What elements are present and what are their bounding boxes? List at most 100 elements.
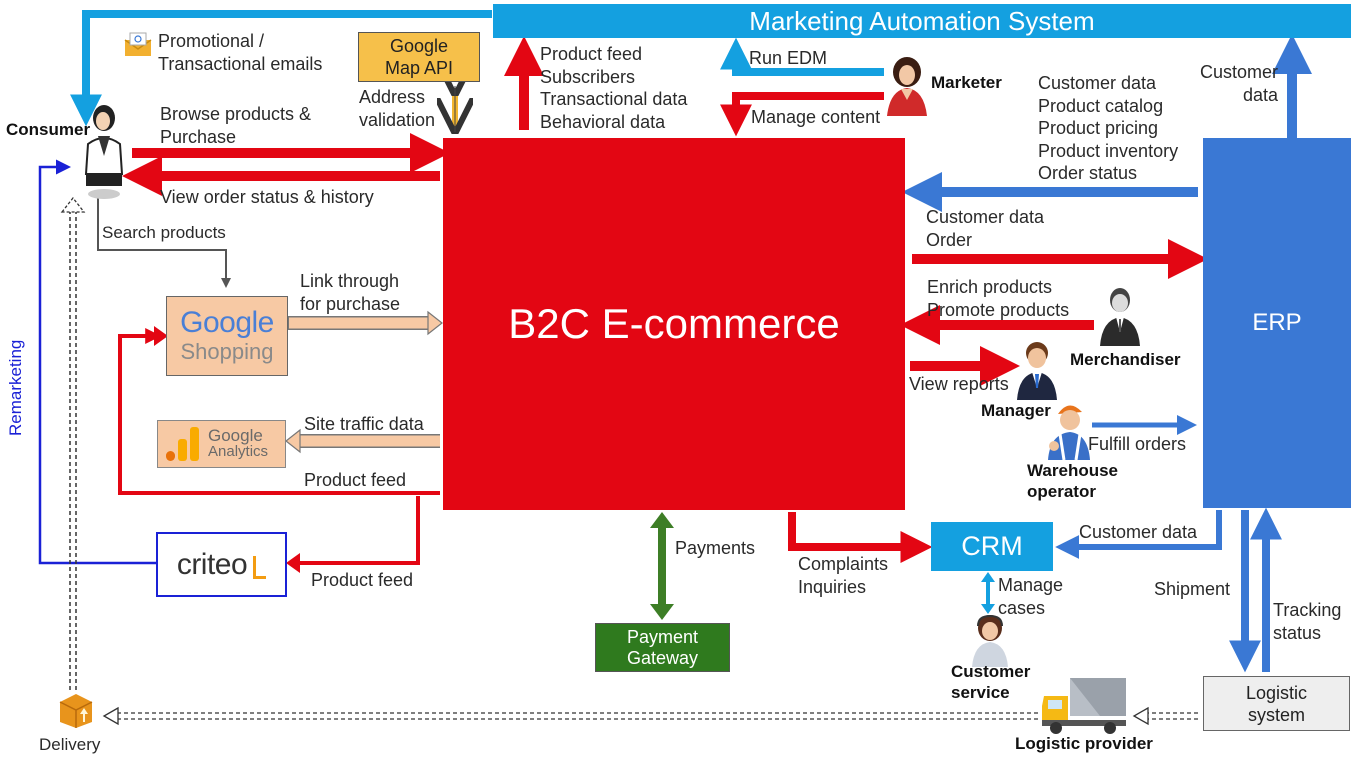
customer-service-line1: Customer — [951, 662, 1031, 681]
erp-to-mas-line2: data — [1242, 84, 1278, 105]
erp-title: ERP — [1252, 309, 1302, 336]
merchandiser-label: Merchandiser — [1070, 350, 1181, 369]
enrich-products-line2: Promote products — [927, 299, 1070, 320]
enrich-products-line1: Enrich products — [927, 277, 1053, 297]
logistic-provider-label: Logistic provider — [1015, 734, 1153, 753]
warehouse-operator-label: Warehouse operator — [1027, 460, 1118, 502]
mas-feed-item: Transactional data — [540, 89, 688, 109]
google-map-api-line2: Map API — [384, 58, 454, 78]
customer-service-icon — [972, 614, 1008, 667]
delivery-box-icon — [59, 694, 93, 728]
criteo-logo: criteo — [176, 547, 248, 581]
complaints-label: Complaints Inquiries — [798, 553, 888, 598]
view-order-label: View order status & history — [160, 187, 374, 207]
google-analytics-box[interactable]: Google Analytics — [157, 420, 286, 468]
b2c-to-erp-line2: Order — [926, 229, 973, 250]
link-through-line2: for purchase — [300, 293, 401, 314]
payment-gateway-line2: Gateway — [626, 647, 699, 668]
crm-customer-data-label: Customer data — [1079, 522, 1198, 542]
crm-box[interactable]: CRM — [931, 522, 1053, 571]
erp-to-b2c-label: Customer data Product catalog Product pr… — [1038, 72, 1178, 185]
run-edm-label: Run EDM — [749, 48, 828, 68]
shipment-label: Shipment — [1154, 579, 1231, 599]
arrow-run-edm — [720, 37, 884, 76]
arrow-logistic-dispatch — [1148, 712, 1198, 720]
arrow-product-feed-shopping — [118, 328, 440, 495]
arrow-mas-to-consumer — [70, 10, 492, 127]
manage-cases-line2: cases — [998, 597, 1046, 618]
link-through-label: Link through for purchase — [300, 270, 400, 315]
warehouse-operator-line2: operator — [1027, 482, 1096, 501]
consumer-icon — [84, 105, 124, 199]
logistic-system-line2: system — [1247, 704, 1305, 725]
product-feed-criteo-label: Product feed — [311, 570, 414, 590]
fulfill-orders-label: Fulfill orders — [1088, 434, 1187, 454]
browse-purchase-label: Browse products & Purchase — [160, 103, 311, 148]
marketer-label: Marketer — [931, 73, 1002, 92]
criteo-mark-icon — [253, 556, 267, 579]
google-analytics-word2: Analytics — [208, 443, 269, 460]
erp-box[interactable]: ERP — [1203, 138, 1351, 508]
tracking-status-line2: status — [1273, 622, 1322, 643]
mas-feed-label: Product feed Subscribers Transactional d… — [540, 43, 687, 133]
erp-to-b2c-item: Product pricing — [1038, 118, 1159, 138]
arrow-complaints — [788, 512, 933, 563]
google-map-api-box[interactable]: Google Map API — [358, 32, 480, 82]
erp-to-b2c-item: Order status — [1038, 163, 1138, 183]
payment-gateway-line1: Payment — [626, 626, 699, 647]
delivery-label: Delivery — [39, 735, 101, 754]
marketer-icon — [887, 57, 927, 116]
erp-to-b2c-item: Product inventory — [1038, 140, 1179, 161]
consumer-label: Consumer — [6, 120, 91, 139]
customer-service-label: Customer service — [951, 661, 1030, 703]
marketing-automation-system-title: Marketing Automation System — [749, 5, 1095, 36]
erp-to-mas-label: Customer data — [1198, 61, 1278, 106]
payments-label: Payments — [675, 538, 756, 558]
b2c-ecommerce-box[interactable]: B2C E-commerce — [443, 138, 905, 510]
promo-emails-line1: Promotional / — [158, 31, 265, 51]
email-envelope-icon — [124, 32, 152, 56]
payment-gateway-box[interactable]: Payment Gateway — [595, 623, 730, 672]
marketing-automation-system-box[interactable]: Marketing Automation System — [493, 4, 1351, 38]
manager-label: Manager — [981, 401, 1051, 420]
promo-emails-line2: Transactional emails — [158, 53, 323, 74]
logistic-system-box[interactable]: Logistic system — [1203, 676, 1350, 731]
site-traffic-label: Site traffic data — [304, 414, 424, 434]
arrow-product-feed-criteo — [300, 496, 420, 565]
google-shopping-logo: Google — [180, 306, 274, 339]
mas-feed-item: Behavioral data — [540, 111, 666, 132]
mas-feed-item: Product feed — [540, 44, 643, 64]
customer-service-line2: service — [951, 683, 1010, 702]
arrow-manage-content — [720, 92, 884, 137]
mas-feed-item: Subscribers — [540, 66, 636, 87]
erp-to-b2c-item: Customer data — [1038, 73, 1157, 93]
address-validation-label: Address validation — [359, 86, 435, 131]
arrow-to-delivery — [118, 712, 1038, 720]
enrich-products-label: Enrich products Promote products — [927, 276, 1069, 321]
arrow-search-products — [97, 198, 231, 288]
google-shopping-label: Shopping — [180, 339, 274, 364]
link-through-line1: Link through — [300, 271, 400, 291]
criteo-box[interactable]: criteo — [156, 532, 287, 597]
address-validation-line1: Address — [359, 87, 426, 107]
complaints-line2: Inquiries — [798, 576, 867, 597]
browse-purchase-line2: Purchase — [160, 126, 237, 147]
warehouse-operator-icon — [1048, 405, 1090, 461]
product-feed-shopping-label: Product feed — [304, 470, 407, 490]
arrow-erp-to-crm — [1055, 510, 1222, 559]
erp-to-mas-line1: Customer — [1199, 62, 1278, 82]
tracking-status-label: Tracking status — [1273, 599, 1341, 644]
b2c-to-erp-line1: Customer data — [926, 207, 1045, 227]
google-shopping-box[interactable]: Google Shopping — [166, 296, 288, 376]
promo-emails-label: Promotional / Transactional emails — [158, 30, 322, 75]
b2c-ecommerce-title: B2C E-commerce — [508, 300, 840, 347]
manager-icon — [1017, 342, 1057, 400]
manage-content-label: Manage content — [751, 107, 881, 127]
crm-title: CRM — [961, 531, 1023, 561]
google-map-api-line1: Google — [389, 36, 449, 56]
merchandiser-icon — [1100, 288, 1140, 346]
view-reports-label: View reports — [909, 374, 1009, 394]
search-products-label: Search products — [102, 223, 226, 242]
logistic-system-line1: Logistic — [1245, 682, 1308, 703]
